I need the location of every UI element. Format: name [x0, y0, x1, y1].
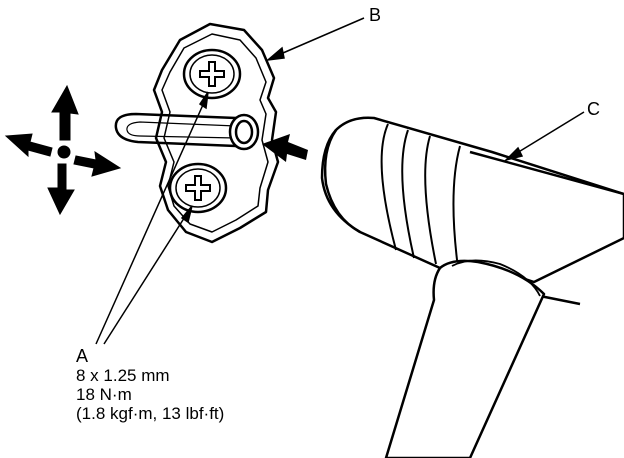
callout-c-label: C [587, 99, 600, 119]
upper-screw-icon [182, 48, 242, 100]
leader-lines [95, 17, 585, 345]
torque-nm-text: 18 N·m [76, 385, 132, 404]
callout-b-label: B [369, 5, 382, 25]
push-arrow-icon [262, 134, 308, 162]
lower-screw-icon [168, 162, 228, 214]
torque-alt-text: (1.8 kgf·m, 13 lbf·ft) [76, 404, 225, 423]
adjustment-arrows-icon [4, 84, 122, 216]
striker-loop [114, 112, 260, 151]
bolt-size-text: 8 x 1.25 mm [76, 366, 170, 385]
gauge-tool [320, 116, 624, 458]
callout-a-block: A 8 x 1.25 mm 18 N·m (1.8 kgf·m, 13 lbf·… [76, 346, 225, 424]
callout-a-label: A [76, 346, 89, 366]
